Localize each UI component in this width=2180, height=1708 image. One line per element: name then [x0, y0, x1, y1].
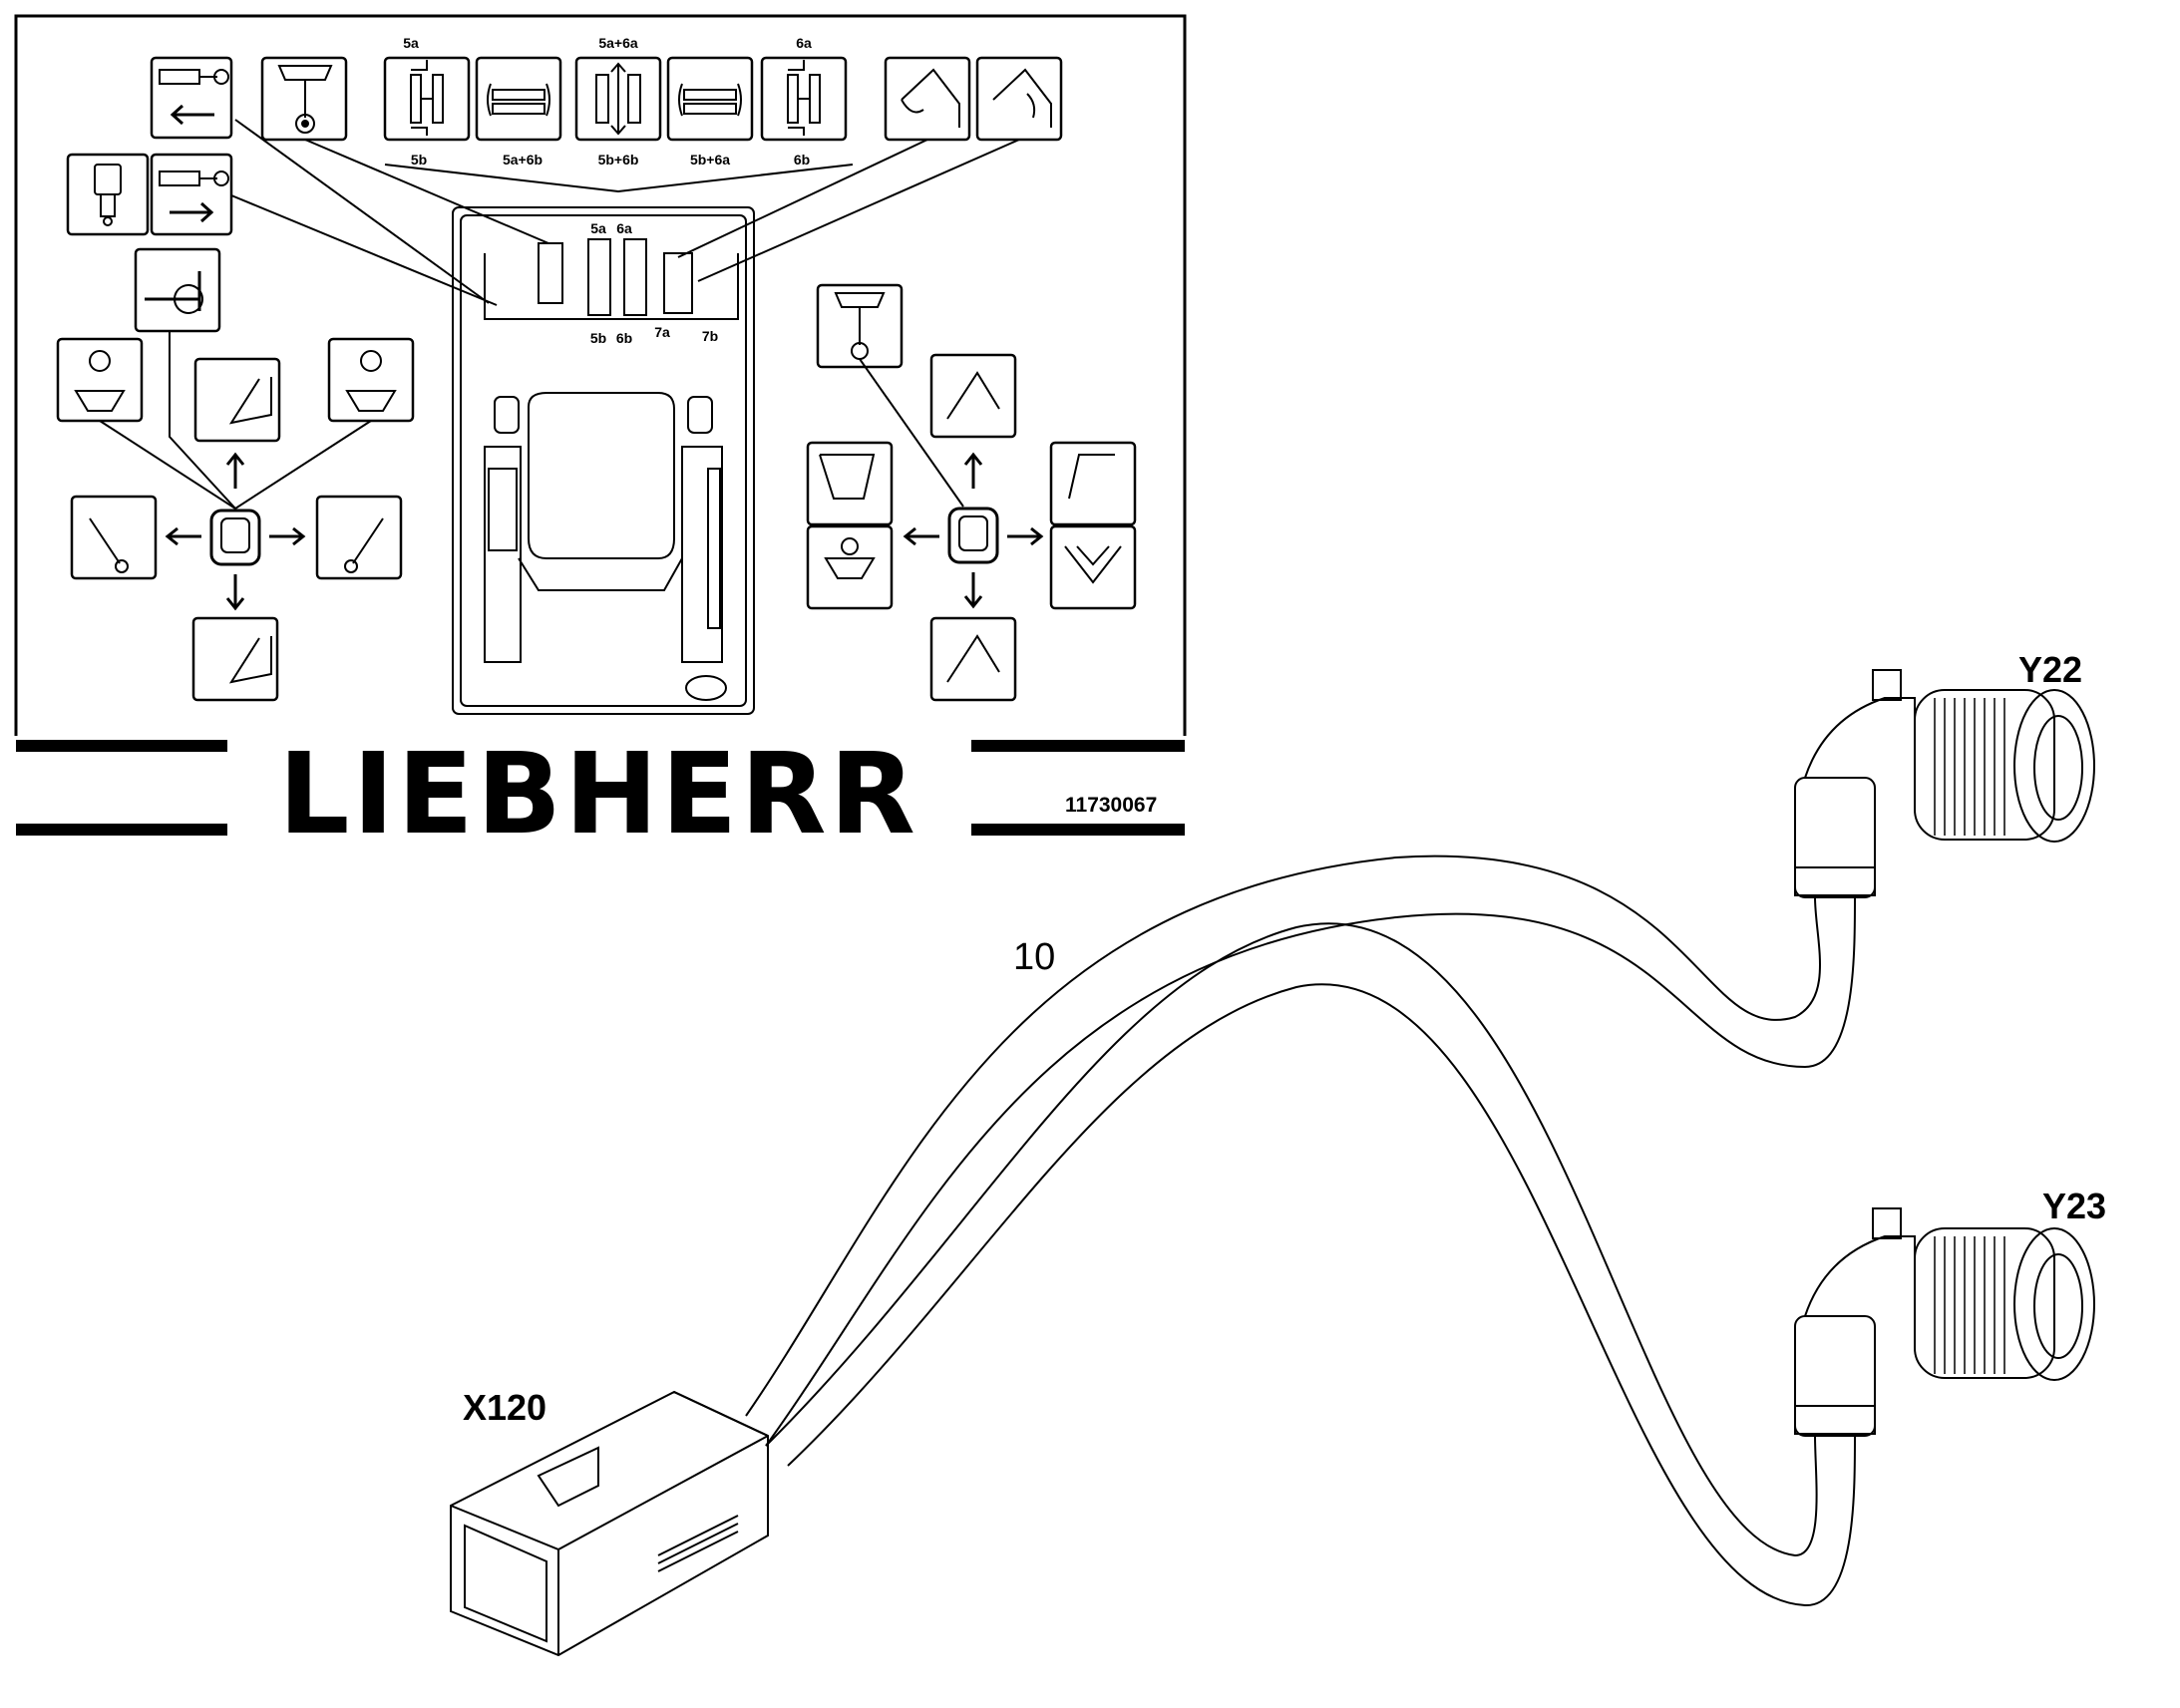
- cylinder-extend-icon: [150, 153, 233, 236]
- travel-icon-4: [666, 56, 754, 142]
- travel-pedal-strip: 5a 5a+6a 6a: [383, 35, 854, 193]
- grab-open-icon: [1049, 524, 1137, 610]
- y23-connector: Y23: [1794, 1186, 2106, 1437]
- boom-down-icon: [929, 616, 1017, 702]
- right-joystick: [947, 507, 999, 564]
- decal-panel: 5a 5a+6a 6a: [14, 14, 1187, 859]
- y22-connector: Y22: [1794, 649, 2095, 898]
- y23-label: Y23: [2042, 1186, 2106, 1226]
- travel-label-top-3: 6a: [796, 35, 812, 51]
- boom-right-icon: [975, 56, 1063, 142]
- cab-label-5b: 5b: [590, 330, 606, 346]
- travel-label-bottom-5: 6b: [794, 152, 810, 168]
- left-joystick-cluster: [56, 331, 415, 702]
- cab-label-7b: 7b: [702, 328, 718, 344]
- cab-label-5a: 5a: [590, 220, 606, 236]
- travel-label-bottom-4: 5b+6a: [690, 152, 730, 168]
- bucket-out-icon: [806, 524, 894, 610]
- wiring-harness: Y22 Y23: [450, 649, 2106, 1657]
- brand-bar: LIEBHERR 11730067: [16, 730, 1185, 859]
- hammer-pedal-icon: [260, 56, 348, 142]
- part-number: 11730067: [1065, 794, 1157, 817]
- stick-out-icon: [929, 353, 1017, 439]
- cab-label-6b: 6b: [616, 330, 632, 346]
- left-joystick: [209, 509, 261, 566]
- boom-arm-right-icon: [315, 495, 403, 580]
- cylinder-retract-icon: [150, 56, 233, 140]
- horn-icon: [134, 247, 221, 333]
- brand-logo: LIEBHERR: [278, 730, 918, 859]
- travel-label-top-2: 5a+6a: [598, 35, 638, 51]
- travel-icon-1: [383, 56, 471, 142]
- y22-label: Y22: [2018, 649, 2082, 690]
- x120-label: X120: [463, 1387, 546, 1428]
- boom-left-icon: [884, 56, 971, 142]
- right-joystick-cluster: [806, 283, 1137, 702]
- bucket-dump-icon: [191, 616, 279, 702]
- travel-label-bottom-1: 5b: [411, 152, 427, 168]
- boom-arm-left-icon: [70, 495, 158, 580]
- item-number: 10: [1013, 936, 1055, 978]
- travel-icon-5: [760, 56, 848, 142]
- bucket-in-icon: [806, 441, 894, 526]
- cab-overview: 5a 6a 5b 6b 7a 7b: [230, 119, 1020, 715]
- stick-in-icon: [1049, 441, 1137, 526]
- travel-label-bottom-2: 5a+6b: [503, 152, 543, 168]
- x120-connector: X120: [450, 1387, 769, 1657]
- travel-icon-2: [475, 56, 562, 142]
- bucket-curl-icon: [193, 357, 281, 443]
- pin-icon: [66, 153, 150, 236]
- travel-label-top-1: 5a: [403, 35, 419, 51]
- travel-icon-3: [574, 56, 662, 142]
- cab-label-6a: 6a: [616, 220, 632, 236]
- cab-label-7a: 7a: [654, 324, 670, 340]
- travel-label-bottom-3: 5b+6b: [598, 152, 639, 168]
